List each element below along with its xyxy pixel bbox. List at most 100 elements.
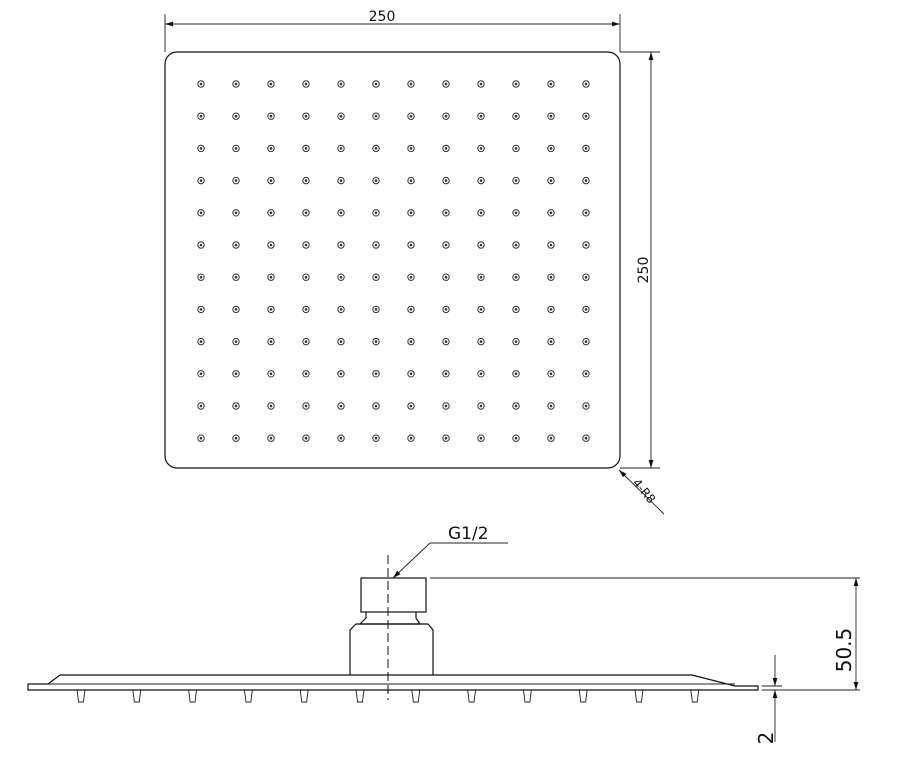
nozzle-center	[584, 275, 588, 279]
nozzle-center	[409, 404, 413, 408]
nozzle	[232, 273, 240, 281]
nozzle	[477, 337, 485, 346]
nozzle	[477, 80, 485, 88]
nozzle-center	[549, 372, 553, 376]
nozzle-center	[199, 179, 203, 182]
nozzle-center	[444, 147, 448, 150]
nozzle	[232, 176, 240, 185]
nozzle-center	[479, 179, 483, 182]
nozzle	[267, 337, 275, 346]
nozzle	[477, 305, 485, 314]
nozzle	[547, 176, 555, 185]
nozzle	[337, 337, 345, 346]
nozzle-center	[269, 82, 273, 86]
nozzle	[512, 402, 520, 410]
nozzle-center	[304, 372, 308, 376]
nozzle-center	[374, 340, 378, 343]
nozzle	[302, 370, 310, 378]
nozzle	[302, 305, 310, 314]
nozzle-center	[479, 404, 483, 408]
nozzle-center	[234, 436, 238, 440]
thread-callout: G1/2	[392, 524, 508, 579]
shower-plate-outline	[164, 51, 621, 469]
nozzle-center	[234, 275, 238, 279]
nozzle-center	[549, 404, 553, 408]
nozzle	[197, 337, 205, 346]
nozzle	[232, 434, 240, 442]
nozzle-center	[234, 147, 238, 150]
nozzle-center	[514, 179, 518, 182]
nozzle-center	[444, 211, 448, 215]
nozzle-center	[444, 275, 448, 279]
corner-radius-label: 4-R8	[630, 476, 659, 506]
nozzle	[582, 80, 590, 88]
nozzle-center	[409, 179, 413, 182]
nozzle	[372, 241, 380, 249]
nozzle-center	[444, 404, 448, 408]
nozzle-center	[339, 308, 343, 311]
nozzle	[512, 209, 520, 217]
nozzle-center	[304, 82, 308, 86]
nozzle-center	[549, 340, 553, 343]
nozzle-center	[304, 179, 308, 182]
nozzle-center	[339, 82, 343, 86]
nozzle	[372, 337, 380, 346]
nozzle-center	[374, 436, 378, 440]
nozzle	[582, 209, 590, 217]
nozzle-center	[444, 436, 448, 440]
nozzle	[407, 176, 415, 185]
nozzle	[302, 241, 310, 249]
nozzle	[547, 402, 555, 410]
nozzle-center	[514, 114, 518, 118]
nozzle	[372, 112, 380, 120]
nozzle-center	[584, 436, 588, 440]
nozzle-center	[444, 179, 448, 182]
nozzle	[372, 144, 380, 153]
side-nozzle	[188, 689, 198, 703]
nozzle-center	[374, 147, 378, 150]
nozzle	[337, 434, 345, 442]
nozzle	[547, 337, 555, 346]
height-label: 250	[636, 257, 652, 284]
nozzle	[512, 337, 520, 346]
nozzle	[337, 402, 345, 410]
nozzle-center	[444, 340, 448, 343]
nozzle	[547, 370, 555, 378]
nozzle-center	[549, 147, 553, 150]
nozzle	[267, 80, 275, 88]
nozzle	[302, 402, 310, 410]
nozzle-center	[234, 340, 238, 343]
side-nozzle	[355, 689, 365, 703]
nozzle-center	[514, 211, 518, 215]
nozzle	[512, 144, 520, 153]
total-height-dimension: 50.5	[430, 577, 860, 691]
nozzle-center	[444, 114, 448, 118]
side-nozzle	[690, 689, 700, 703]
side-nozzle	[522, 689, 532, 703]
nozzle	[582, 241, 590, 249]
nozzle-center	[409, 275, 413, 279]
nozzle-center	[269, 243, 273, 247]
side-nozzle	[132, 689, 142, 703]
plate-thickness-dimension: 2	[754, 655, 782, 744]
nozzle-center	[549, 211, 553, 215]
side-nozzle	[299, 689, 309, 703]
nozzle-center	[199, 243, 203, 247]
nozzle-center	[339, 114, 343, 118]
nozzle-center	[409, 211, 413, 215]
nozzle	[232, 370, 240, 378]
width-dimension: 250	[164, 9, 621, 52]
nozzle-center	[514, 147, 518, 150]
nozzle	[442, 337, 450, 346]
nozzle	[547, 209, 555, 217]
nozzle	[267, 434, 275, 442]
nozzle-center	[199, 308, 203, 311]
nozzle	[547, 144, 555, 153]
nozzle	[407, 241, 415, 249]
nozzle-center	[304, 147, 308, 150]
fitting	[349, 577, 434, 675]
nozzle-center	[234, 82, 238, 86]
nozzle	[372, 176, 380, 185]
nozzle-center	[304, 114, 308, 118]
nozzle	[477, 273, 485, 281]
